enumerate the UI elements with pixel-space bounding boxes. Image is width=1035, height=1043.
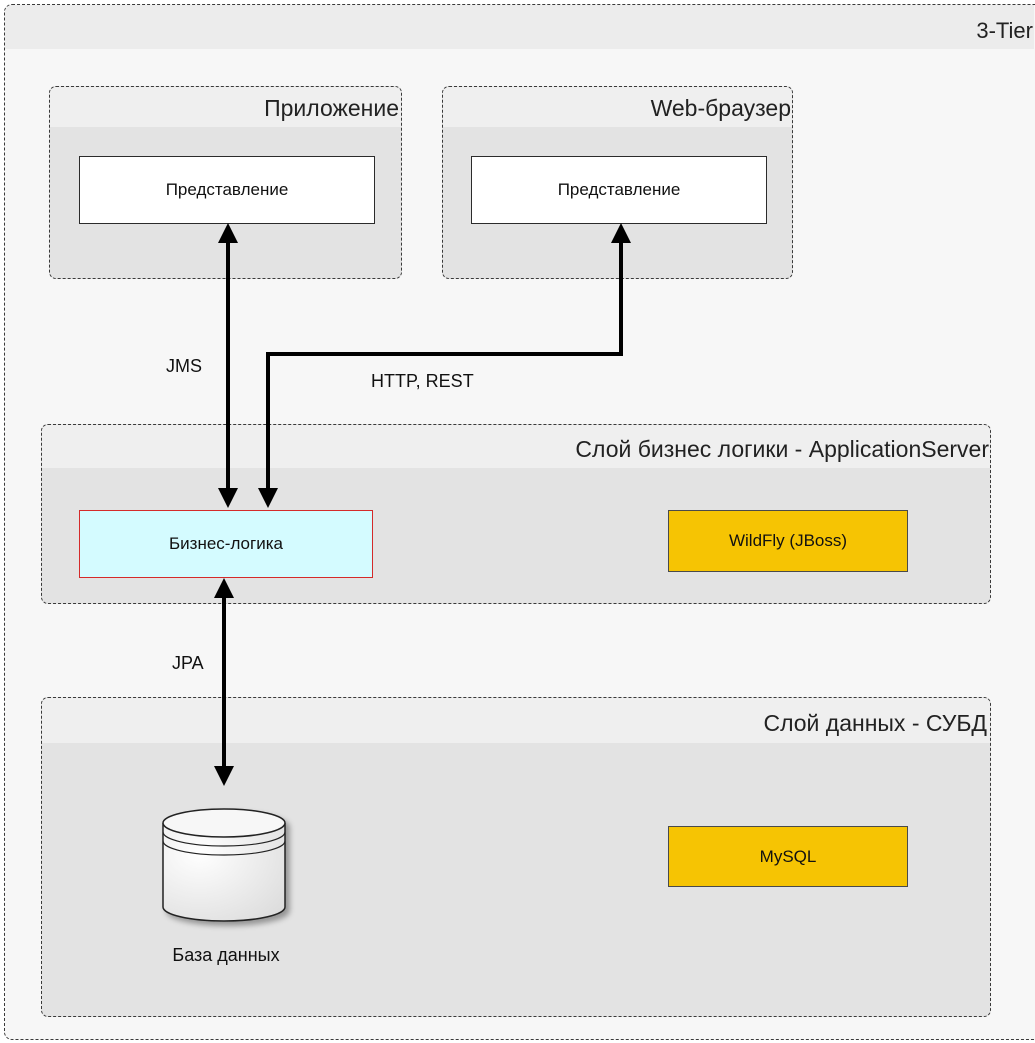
http-rest-label: HTTP, REST [371,371,474,391]
mysql-box[interactable]: MySQL [668,826,908,887]
wildfly-box[interactable]: WildFly (JBoss) [668,510,908,572]
three-tier-label: 3-Tier [976,18,1033,43]
browser-view-box[interactable]: Представление [471,156,767,224]
app-view-box[interactable]: Представление [79,156,375,224]
database-label: База данных [172,945,280,965]
jpa-label: JPA [172,653,204,673]
jms-label: JMS [166,356,202,376]
business-group-label: Слой бизнес логики - ApplicationServer [575,436,989,462]
browser-group-label: Web-браузер [650,95,791,121]
business-logic-box[interactable]: Бизнес-логика [79,510,373,578]
three-tier-header [5,5,1034,49]
data-group-label: Слой данных - СУБД [763,710,987,736]
app-group-header [50,87,401,127]
app-group-label: Приложение [264,95,399,121]
data-group-header [42,698,990,743]
browser-group-header [443,87,792,127]
